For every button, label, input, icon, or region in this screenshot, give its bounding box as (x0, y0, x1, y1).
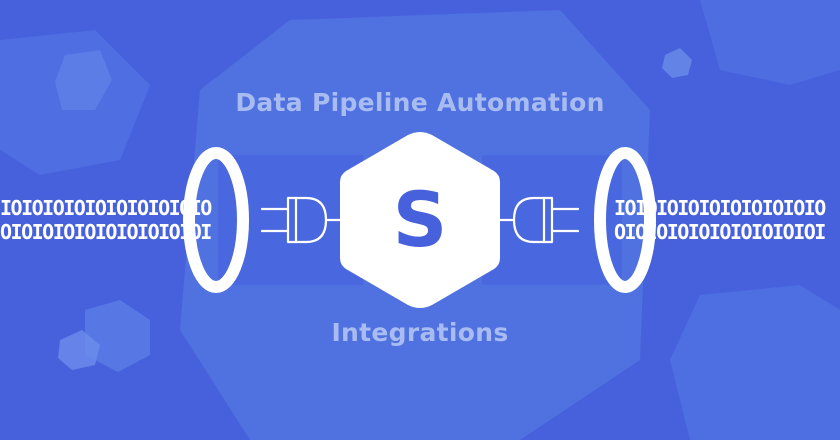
left-binary-stream: IOIOIOIOIOIOIOIOIOIO OIOIOIOIOIOIOIOIOIO… (0, 196, 218, 244)
bg-bottom-left-hexagon (85, 300, 150, 372)
right-binary-stream: IOIOIOIOIOIOIOIOIOIO OIOIOIOIOIOIOIOIOIO… (614, 196, 840, 244)
page-subtitle: Integrations (331, 318, 509, 347)
right-portal-ring-icon (594, 147, 656, 293)
page-title: Data Pipeline Automation (235, 88, 605, 117)
bg-small-hexagon-3 (58, 330, 100, 370)
bg-small-hexagon-1 (55, 50, 112, 110)
bg-right-bottom-hexagon (670, 285, 840, 440)
right-plug-icon (492, 196, 580, 244)
left-portal-ring-icon (183, 147, 249, 293)
logo-letter: S (393, 175, 448, 264)
left-binary-row-1: IOIOIOIOIOIOIOIOIOIO (0, 196, 212, 220)
bg-small-hexagon-2 (662, 48, 692, 78)
right-binary-row-2: OIOIOIOIOIOIOIOIOIOI (614, 220, 826, 244)
left-plug-icon (260, 196, 348, 244)
hexagon-logo-icon: S (340, 132, 500, 308)
left-binary-row-2: OIOIOIOIOIOIOIOIOIOI (0, 220, 212, 244)
right-binary-row-1: IOIOIOIOIOIOIOIOIOIO (614, 196, 826, 220)
bg-top-right-hexagon (700, 0, 840, 85)
